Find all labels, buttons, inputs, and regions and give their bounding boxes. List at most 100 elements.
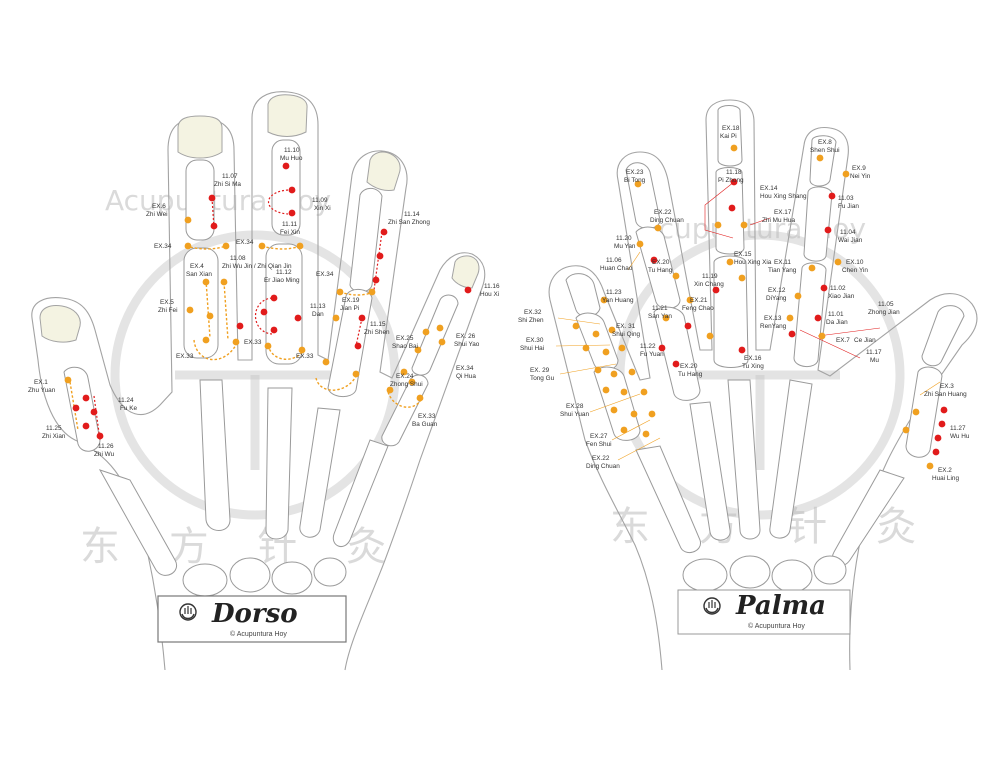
point-ex22b-b[interactable] [643,431,650,438]
point-ex4-a[interactable] [203,279,210,286]
point-ex27-a[interactable] [611,407,618,414]
point-ex34-b1[interactable] [259,243,266,250]
point-1113[interactable] [295,315,302,322]
point-ex30-a[interactable] [583,345,590,352]
point-ex8[interactable] [817,155,824,162]
palma-carpal-3 [772,560,812,592]
point-ex29-c[interactable] [629,369,636,376]
point-ex2-b[interactable] [927,463,934,470]
point-ex28-c[interactable] [641,389,648,396]
label-code: 11.27 [950,425,966,432]
point-1112-c[interactable] [271,327,278,334]
label-name: Hou Xing Shang [760,193,807,200]
point-1102[interactable] [821,285,828,292]
point-ex33-d2[interactable] [417,395,424,402]
point-ex17-b[interactable] [741,222,748,229]
point-ex6-a[interactable] [185,217,192,224]
point-1112-a[interactable] [271,295,278,302]
point-ex27-c[interactable] [649,411,656,418]
point-1115-b[interactable] [355,343,362,350]
point-1107-b[interactable] [211,223,218,230]
point-ex29-b[interactable] [611,371,618,378]
point-1115-a[interactable] [359,315,366,322]
point-ex32-a[interactable] [573,323,580,330]
point-ex34-b2[interactable] [297,243,304,250]
point-ex11[interactable] [809,265,816,272]
point-1104[interactable] [825,227,832,234]
point-ex34-d[interactable] [439,339,446,346]
point-ex29-a[interactable] [595,367,602,374]
point-ex3-a[interactable] [941,407,948,414]
point-1121-c[interactable] [707,333,714,340]
dorso-carpal-1 [183,564,227,596]
point-1124-b[interactable] [73,405,80,412]
point-1108-b[interactable] [237,323,244,330]
point-ex33-a2[interactable] [233,339,240,346]
point-1109-a[interactable] [289,187,296,194]
point-ex33-c2[interactable] [353,371,360,378]
point-1110[interactable] [283,163,290,170]
point-ex20[interactable] [673,273,680,280]
point-ex27-b[interactable] [631,411,638,418]
point-ex13[interactable] [787,315,794,322]
point-ex10[interactable] [835,259,842,266]
point-ex33-c1[interactable] [323,359,330,366]
point-ex19[interactable] [333,315,340,322]
point-ex2-a[interactable] [903,427,910,434]
point-ex34-a1[interactable] [185,243,192,250]
point-ex34-c2[interactable] [369,289,376,296]
point-1127-c[interactable] [933,449,940,456]
label-code: EX.12 [768,287,786,294]
point-1103[interactable] [829,193,836,200]
point-1116[interactable] [465,287,472,294]
point-ex7[interactable] [819,333,826,340]
point-ex15-a[interactable] [727,259,734,266]
label-name: Mu Yan [614,243,636,250]
point-1114-b[interactable] [377,253,384,260]
point-1127-a[interactable] [939,421,946,428]
point-ex30-b[interactable] [603,349,610,356]
point-ex9[interactable] [843,171,850,178]
point-ex26-a[interactable] [437,325,444,332]
point-1114-a[interactable] [381,229,388,236]
point-ex32-b[interactable] [593,331,600,338]
point-ex34-c1[interactable] [337,289,344,296]
point-ex28-a[interactable] [603,387,610,394]
point-ex33-b1[interactable] [265,343,272,350]
point-ex16[interactable] [739,347,746,354]
label-name: Ba Guan [412,421,438,428]
point-1114-c[interactable] [373,277,380,284]
point-ex14[interactable] [729,205,736,212]
point-ex5-a[interactable] [187,307,194,314]
point-1112-b[interactable] [261,309,268,316]
point-ex33-a1[interactable] [203,337,210,344]
point-ex1-a[interactable] [65,377,72,384]
point-1109-b[interactable] [289,210,296,217]
point-ex5-b[interactable] [207,313,214,320]
point-1124-a[interactable] [83,395,90,402]
point-1124-c[interactable] [91,409,98,416]
point-ex26-b[interactable] [423,329,430,336]
point-ex3-b[interactable] [913,409,920,416]
point-1121-b[interactable] [685,323,692,330]
label-name: Shui Qing [612,331,641,338]
point-ex20b[interactable] [673,361,680,368]
point-ex12[interactable] [795,293,802,300]
point-1108-a[interactable] [221,279,228,286]
point-ex17-a[interactable] [715,222,722,229]
point-1107-a[interactable] [209,195,216,202]
point-1126[interactable] [97,433,104,440]
point-ex34-a2[interactable] [223,243,230,250]
point-1120[interactable] [637,241,644,248]
point-1125[interactable] [83,423,90,430]
point-ex15-b[interactable] [739,275,746,282]
point-1101[interactable] [815,315,822,322]
point-ex31-b[interactable] [619,345,626,352]
point-ex22b-a[interactable] [621,427,628,434]
point-ex22[interactable] [655,225,662,232]
point-ex28-b[interactable] [621,389,628,396]
point-1127-b[interactable] [935,435,942,442]
point-ex18[interactable] [731,145,738,152]
point-1117[interactable] [789,331,796,338]
